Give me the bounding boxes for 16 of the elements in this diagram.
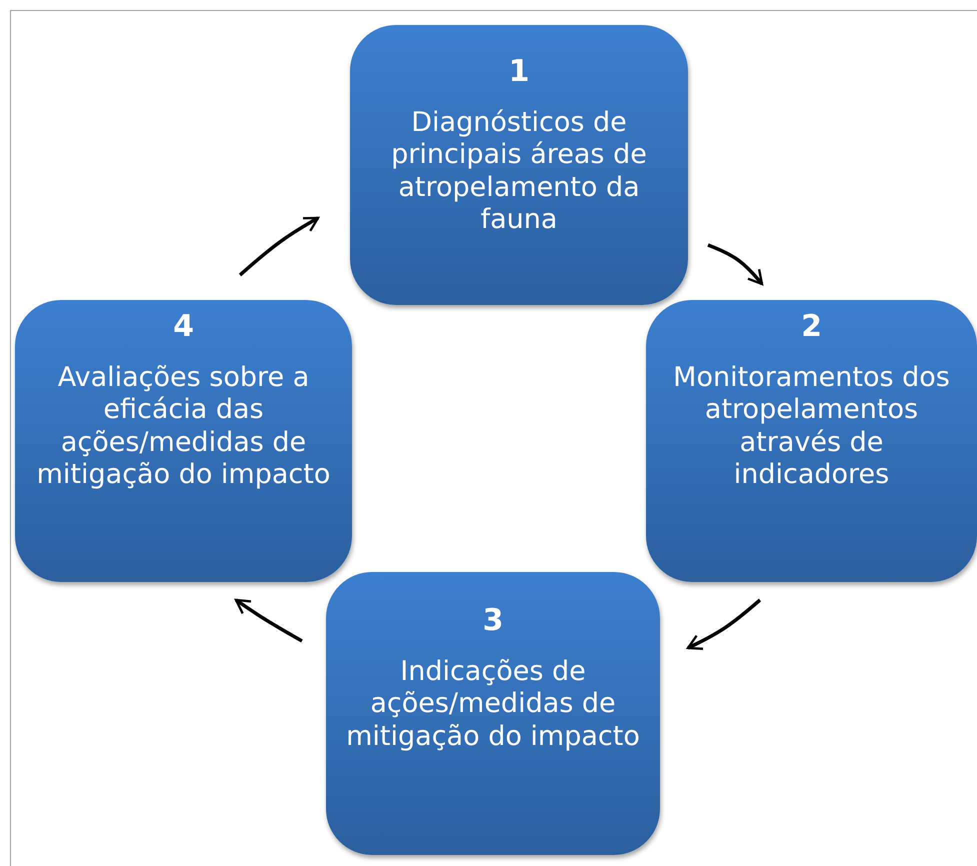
step-number: 4 — [173, 312, 194, 342]
step-number: 1 — [508, 57, 530, 87]
step-description: Diagnósticos de principais áreas de atropelamento da fauna — [390, 107, 648, 237]
step-description: Avaliações sobre a eficácia das ações/medidas de mitigação do impacto — [36, 362, 332, 492]
step-number: 3 — [482, 606, 504, 636]
step-number: 2 — [801, 312, 822, 342]
arrow — [238, 216, 320, 276]
arrow — [707, 243, 764, 286]
process-box — [15, 300, 352, 582]
step-description: Indicações de ações/medidas de mitigação do impacto — [345, 656, 641, 754]
arrow — [234, 598, 303, 643]
arrow — [686, 598, 762, 650]
process-box — [646, 300, 977, 582]
process-box — [326, 572, 660, 855]
process-box — [350, 25, 688, 305]
step-description: Monitoramentos dos atropelamentos através de indicadores — [672, 362, 951, 492]
